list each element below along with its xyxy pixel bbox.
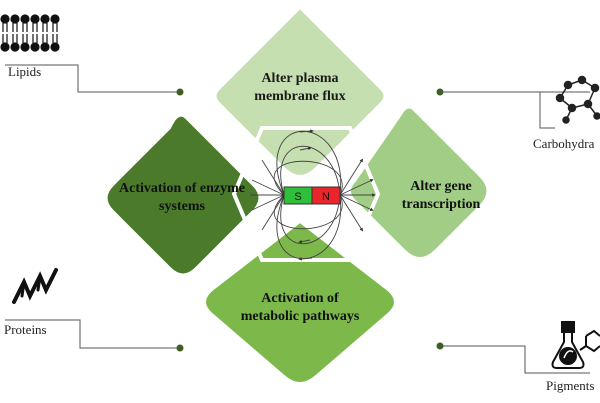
center-hexagon (231, 126, 381, 262)
leader-dot-proteins (176, 344, 184, 352)
petal-bottom-label: Activation of metabolic pathways (240, 291, 360, 324)
petal-bottom (204, 220, 396, 384)
petal-right-label: Alter gene transcription (401, 179, 481, 212)
field-lines (250, 129, 376, 261)
petal-right (349, 106, 489, 259)
petal-left-label: Activation of enzyme systems (119, 181, 245, 214)
label-proteins: Proteins (4, 322, 47, 337)
label-pigments: Pigments (546, 378, 595, 393)
carbohydrate-molecule-icon (555, 75, 600, 124)
label-carbohydrates: Carbohydra (533, 136, 595, 151)
lipid-bilayer-icon (0, 14, 60, 52)
leader-dot-pigments (436, 342, 444, 350)
magnet-north-label: N (322, 191, 330, 203)
protein-helix-icon (12, 268, 58, 304)
magnet-south-label: S (294, 191, 301, 203)
petal-top-label: Alter plasma membrane flux (254, 71, 346, 104)
petal-left (105, 114, 261, 276)
leader-lines (5, 64, 590, 374)
leader-dot-lipids (176, 88, 184, 96)
magnet-north (311, 186, 341, 205)
pigment-flask-icon (551, 321, 600, 369)
label-lipids: Lipids (8, 64, 42, 79)
